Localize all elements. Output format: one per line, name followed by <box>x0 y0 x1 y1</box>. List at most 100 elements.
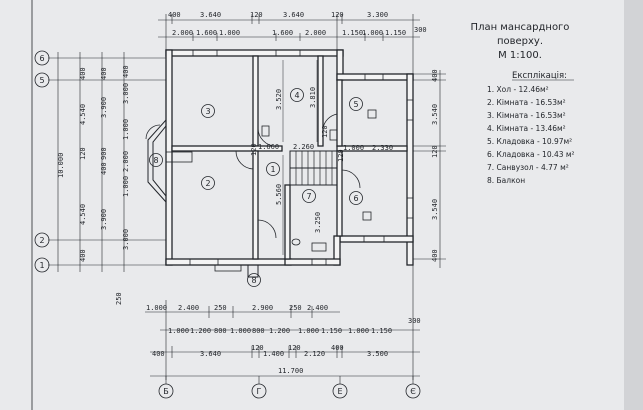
dim-left-inner-0: 400 <box>100 67 108 80</box>
axis-label-e: Е <box>337 387 342 396</box>
plan-scale: М 1:100. <box>498 50 542 61</box>
legend-item-7: 7. Санвузол - 4.77 м² <box>487 163 569 172</box>
dim-bot1-1: 2.400 <box>178 304 199 312</box>
dim-bot2-10: 300 <box>408 317 421 325</box>
door-room-2 <box>235 150 254 170</box>
dim-top2-3: 1.600 <box>272 29 293 37</box>
axis-label-1: 1 <box>39 261 44 270</box>
dim-bot1-4: 250 <box>289 304 302 312</box>
dim-bot2-9: 1.150 <box>371 327 392 335</box>
dim-left-last-4: 1.000 <box>122 176 130 197</box>
dim-left-last-2: 1.000 <box>122 119 130 140</box>
dim-left-mid-4: 400 <box>79 249 87 262</box>
right-dimensions: 400 3.540 120 3.540 400 <box>413 69 446 268</box>
dim-left-inner-4: 3.900 <box>100 209 108 230</box>
wall-int-v1 <box>252 55 259 147</box>
explication-block: Експлікація: 1. Хол - 12.46м² 2. Кімната… <box>487 71 575 185</box>
left-dimensions: 10.000 400 4.540 120 4.540 400 400 3.900… <box>48 52 166 305</box>
paper-right-shadow <box>624 0 643 410</box>
dim-left-total: 10.000 <box>57 153 65 178</box>
windows <box>189 49 414 266</box>
dim-int-3520: 3.520 <box>275 89 283 110</box>
wall-int-v4 <box>336 79 343 147</box>
dim-left-inner-3: 400 <box>100 162 108 175</box>
legend-item-2: 2. Кімната - 16.53м² <box>487 98 566 107</box>
dim-int-120b: 120 <box>337 149 345 162</box>
dim-bot2-6: 1.000 <box>298 327 319 335</box>
dim-left-mid-0: 400 <box>79 67 87 80</box>
wall-int-v2 <box>252 150 259 260</box>
axis-label-b: Б <box>163 387 169 396</box>
plan-title-line-1: План мансардного <box>471 22 570 33</box>
dim-bot1-0: 1.000 <box>146 304 167 312</box>
dim-int-2330: 2.330 <box>372 144 393 152</box>
dim-left-mid-1: 4.540 <box>79 104 87 125</box>
dim-top1-3: 3.640 <box>283 11 304 19</box>
room-markers: 1 2 3 4 5 6 7 8 8 <box>149 88 363 287</box>
dim-bot2-0: 1.000 <box>168 327 189 335</box>
room-number-2: 2 <box>205 179 210 188</box>
dim-top2-1: 1.600 <box>196 29 217 37</box>
dim-bot1-2: 250 <box>214 304 227 312</box>
dim-bot2-2: 800 <box>214 327 227 335</box>
wall-bottom-mid <box>284 258 341 266</box>
room-number-7: 7 <box>306 192 311 201</box>
wall-bottom-left <box>165 258 292 266</box>
door-room-6 <box>341 169 361 189</box>
door-room-5 <box>322 113 338 129</box>
room-number-1: 1 <box>270 165 275 174</box>
dim-left-last-5: 3.000 <box>122 229 130 250</box>
legend-item-8: 8. Балкон <box>487 176 525 185</box>
dim-bot3-5: 2.120 <box>304 350 325 358</box>
interior-dimensions: 3.520 3.810 1.660 2.260 5.560 3.250 1.00… <box>250 60 405 255</box>
dim-top1-2: 120 <box>250 11 263 19</box>
dim-left-last-3: 2.000 <box>122 151 130 172</box>
wall-left <box>165 49 173 266</box>
top-dimensions: 400 3.640 120 3.640 120 3.300 2.000 1.60… <box>158 11 427 74</box>
dim-left-last-6: 250 <box>115 292 123 305</box>
dim-bot3-6: 400 <box>331 344 344 352</box>
dim-right-0: 400 <box>431 69 439 82</box>
axis-label-5: 5 <box>39 76 44 85</box>
wall-int-v3 <box>317 55 324 147</box>
legend-item-4: 4. Кімната - 13.46м² <box>487 124 566 133</box>
door-swings <box>145 113 361 239</box>
room-number-4: 4 <box>294 91 299 100</box>
dim-bot2-7: 1.150 <box>321 327 342 335</box>
dim-int-120a: 120 <box>321 125 329 138</box>
dim-left-inner-2: 900 <box>100 147 108 160</box>
room-number-8-left: 8 <box>153 156 158 165</box>
dim-bot1-5: 2.400 <box>307 304 328 312</box>
axis-label-ye: Є <box>410 387 416 396</box>
bottom-dimensions: 1.000 2.400 250 2.900 250 2.400 1.000 1.… <box>145 265 421 380</box>
bay-door <box>165 151 193 163</box>
axis-label-g: Г <box>257 387 262 396</box>
dim-left-inner-1: 3.900 <box>100 97 108 118</box>
dim-bot3-0: 400 <box>152 350 165 358</box>
dim-right-1: 3.540 <box>431 104 439 125</box>
dim-top2-6: 1.000 <box>362 29 383 37</box>
dim-left-mid-2: 120 <box>79 147 87 160</box>
room-number-3: 3 <box>205 107 210 116</box>
dim-top2-2: 1.000 <box>219 29 240 37</box>
dim-bot3-4: 120 <box>288 344 301 352</box>
wall-right <box>406 73 414 266</box>
wall-top-left <box>165 49 344 57</box>
dim-int-1000: 1.000 <box>343 144 364 152</box>
wall-int-h1 <box>171 145 283 152</box>
left-axis-markers: 6 5 2 1 <box>34 50 50 273</box>
bay-outer <box>147 119 167 203</box>
door-room-4 <box>257 127 277 147</box>
wall-top-right <box>336 73 414 81</box>
plan-title-line-2: поверху. <box>497 36 543 47</box>
dim-top2-4: 2.000 <box>305 29 326 37</box>
dim-bot2-4: 800 <box>252 327 265 335</box>
dim-top2-8: 300 <box>414 26 427 34</box>
dim-int-3810: 3.810 <box>309 87 317 108</box>
dim-int-5560: 5.560 <box>275 184 283 205</box>
staircase <box>289 150 338 186</box>
dim-left-mid-3: 4.540 <box>79 204 87 225</box>
balcony-bottom <box>214 109 377 278</box>
bottom-axis-markers: Б Г Е Є <box>158 376 421 399</box>
